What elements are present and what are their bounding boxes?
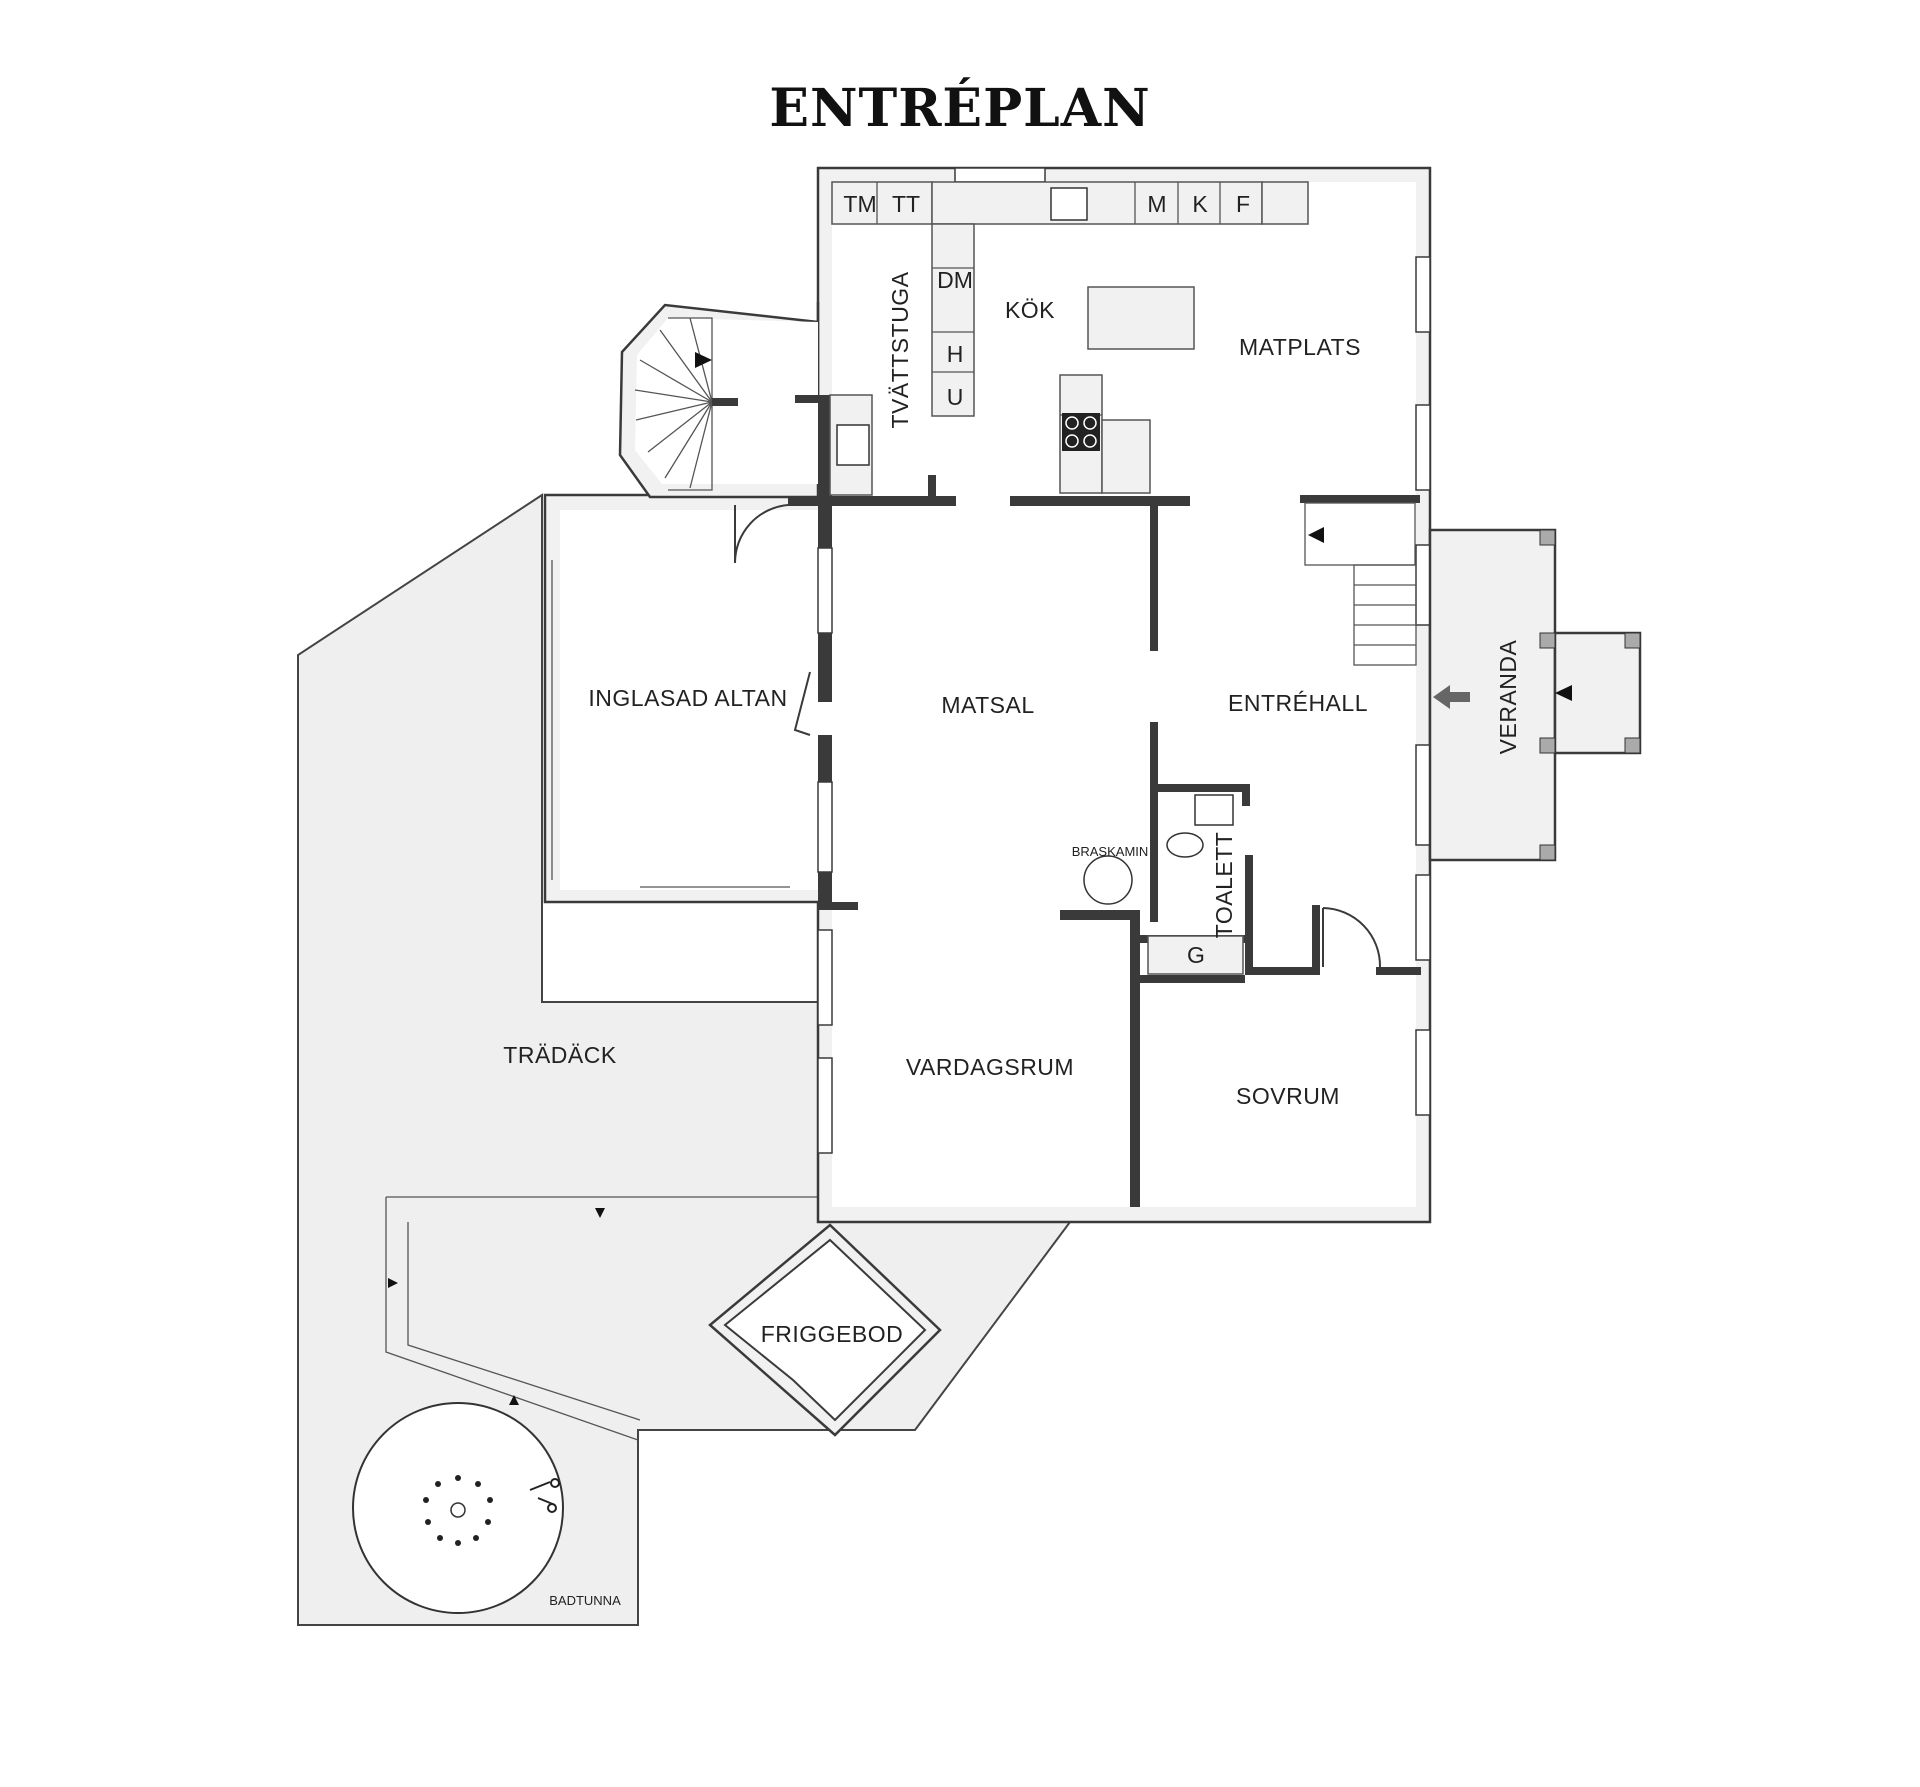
fixture-dm: DM	[937, 267, 973, 293]
arrow-icon	[388, 1278, 398, 1288]
matsal-opening	[793, 671, 811, 736]
room-label-matsal: MATSAL	[941, 692, 1034, 718]
room-label-veranda: VERANDA	[1495, 639, 1521, 754]
altan-door	[733, 504, 789, 564]
fixture-f: F	[1236, 191, 1250, 217]
altan-glazing	[551, 560, 790, 888]
fixture-tt: TT	[892, 191, 920, 217]
toilet-icon	[1166, 832, 1204, 858]
main-entrance-arrow-icon	[1433, 685, 1470, 709]
laundry-sink-icon	[836, 424, 870, 466]
kitchen-sink-icon	[1050, 187, 1088, 221]
veranda-posts	[1539, 529, 1641, 861]
fixture-h: H	[947, 341, 964, 367]
fixture-k: K	[1192, 191, 1208, 217]
hot-tub	[352, 1402, 564, 1614]
fireplace-icon	[1083, 855, 1133, 905]
friggebod-interior	[723, 1238, 927, 1422]
stove-top-icon	[1062, 413, 1100, 451]
fixture-g: G	[1187, 942, 1205, 968]
stove-icon	[529, 1478, 560, 1513]
arrow-icon	[595, 1208, 605, 1218]
room-label-tvattstuga: TVÄTTSTUGA	[887, 271, 913, 428]
entry-arrow-icon	[1555, 685, 1572, 701]
room-label-inglasad-altan: INGLASAD ALTAN	[588, 685, 787, 711]
toilet-sink-icon	[1194, 794, 1234, 826]
room-label-tradack: TRÄDÄCK	[503, 1042, 617, 1068]
fixture-m: M	[1147, 191, 1166, 217]
arrow-icon	[509, 1395, 519, 1405]
fixture-u: U	[947, 384, 964, 410]
room-label-kok: KÖK	[1005, 297, 1055, 323]
stair-arrow-icon	[695, 352, 712, 368]
room-label-friggebod: FRIGGEBOD	[761, 1321, 904, 1347]
entry-staircase	[1304, 502, 1417, 666]
windows	[817, 167, 1431, 1154]
plan-title: ENTRÉPLAN	[769, 77, 1150, 139]
bedroom-door	[1322, 907, 1382, 968]
room-label-entrehall: ENTRÉHALL	[1228, 690, 1368, 716]
room-label-matplats: MATPLATS	[1239, 334, 1361, 360]
room-label-badtunna: BADTUNNA	[549, 1593, 621, 1608]
room-label-vardagsrum: VARDAGSRUM	[906, 1054, 1074, 1080]
closet-g	[1147, 935, 1244, 975]
stair-arrow-icon	[1308, 527, 1324, 543]
label-braskamin: BRASKAMIN	[1072, 844, 1149, 859]
room-label-sovrum: SOVRUM	[1236, 1083, 1340, 1109]
fixture-tm: TM	[843, 191, 876, 217]
hot-tub-jets	[423, 1475, 493, 1546]
room-label-toalett: TOALETT	[1211, 832, 1237, 939]
kitchen-counter	[829, 181, 1309, 496]
